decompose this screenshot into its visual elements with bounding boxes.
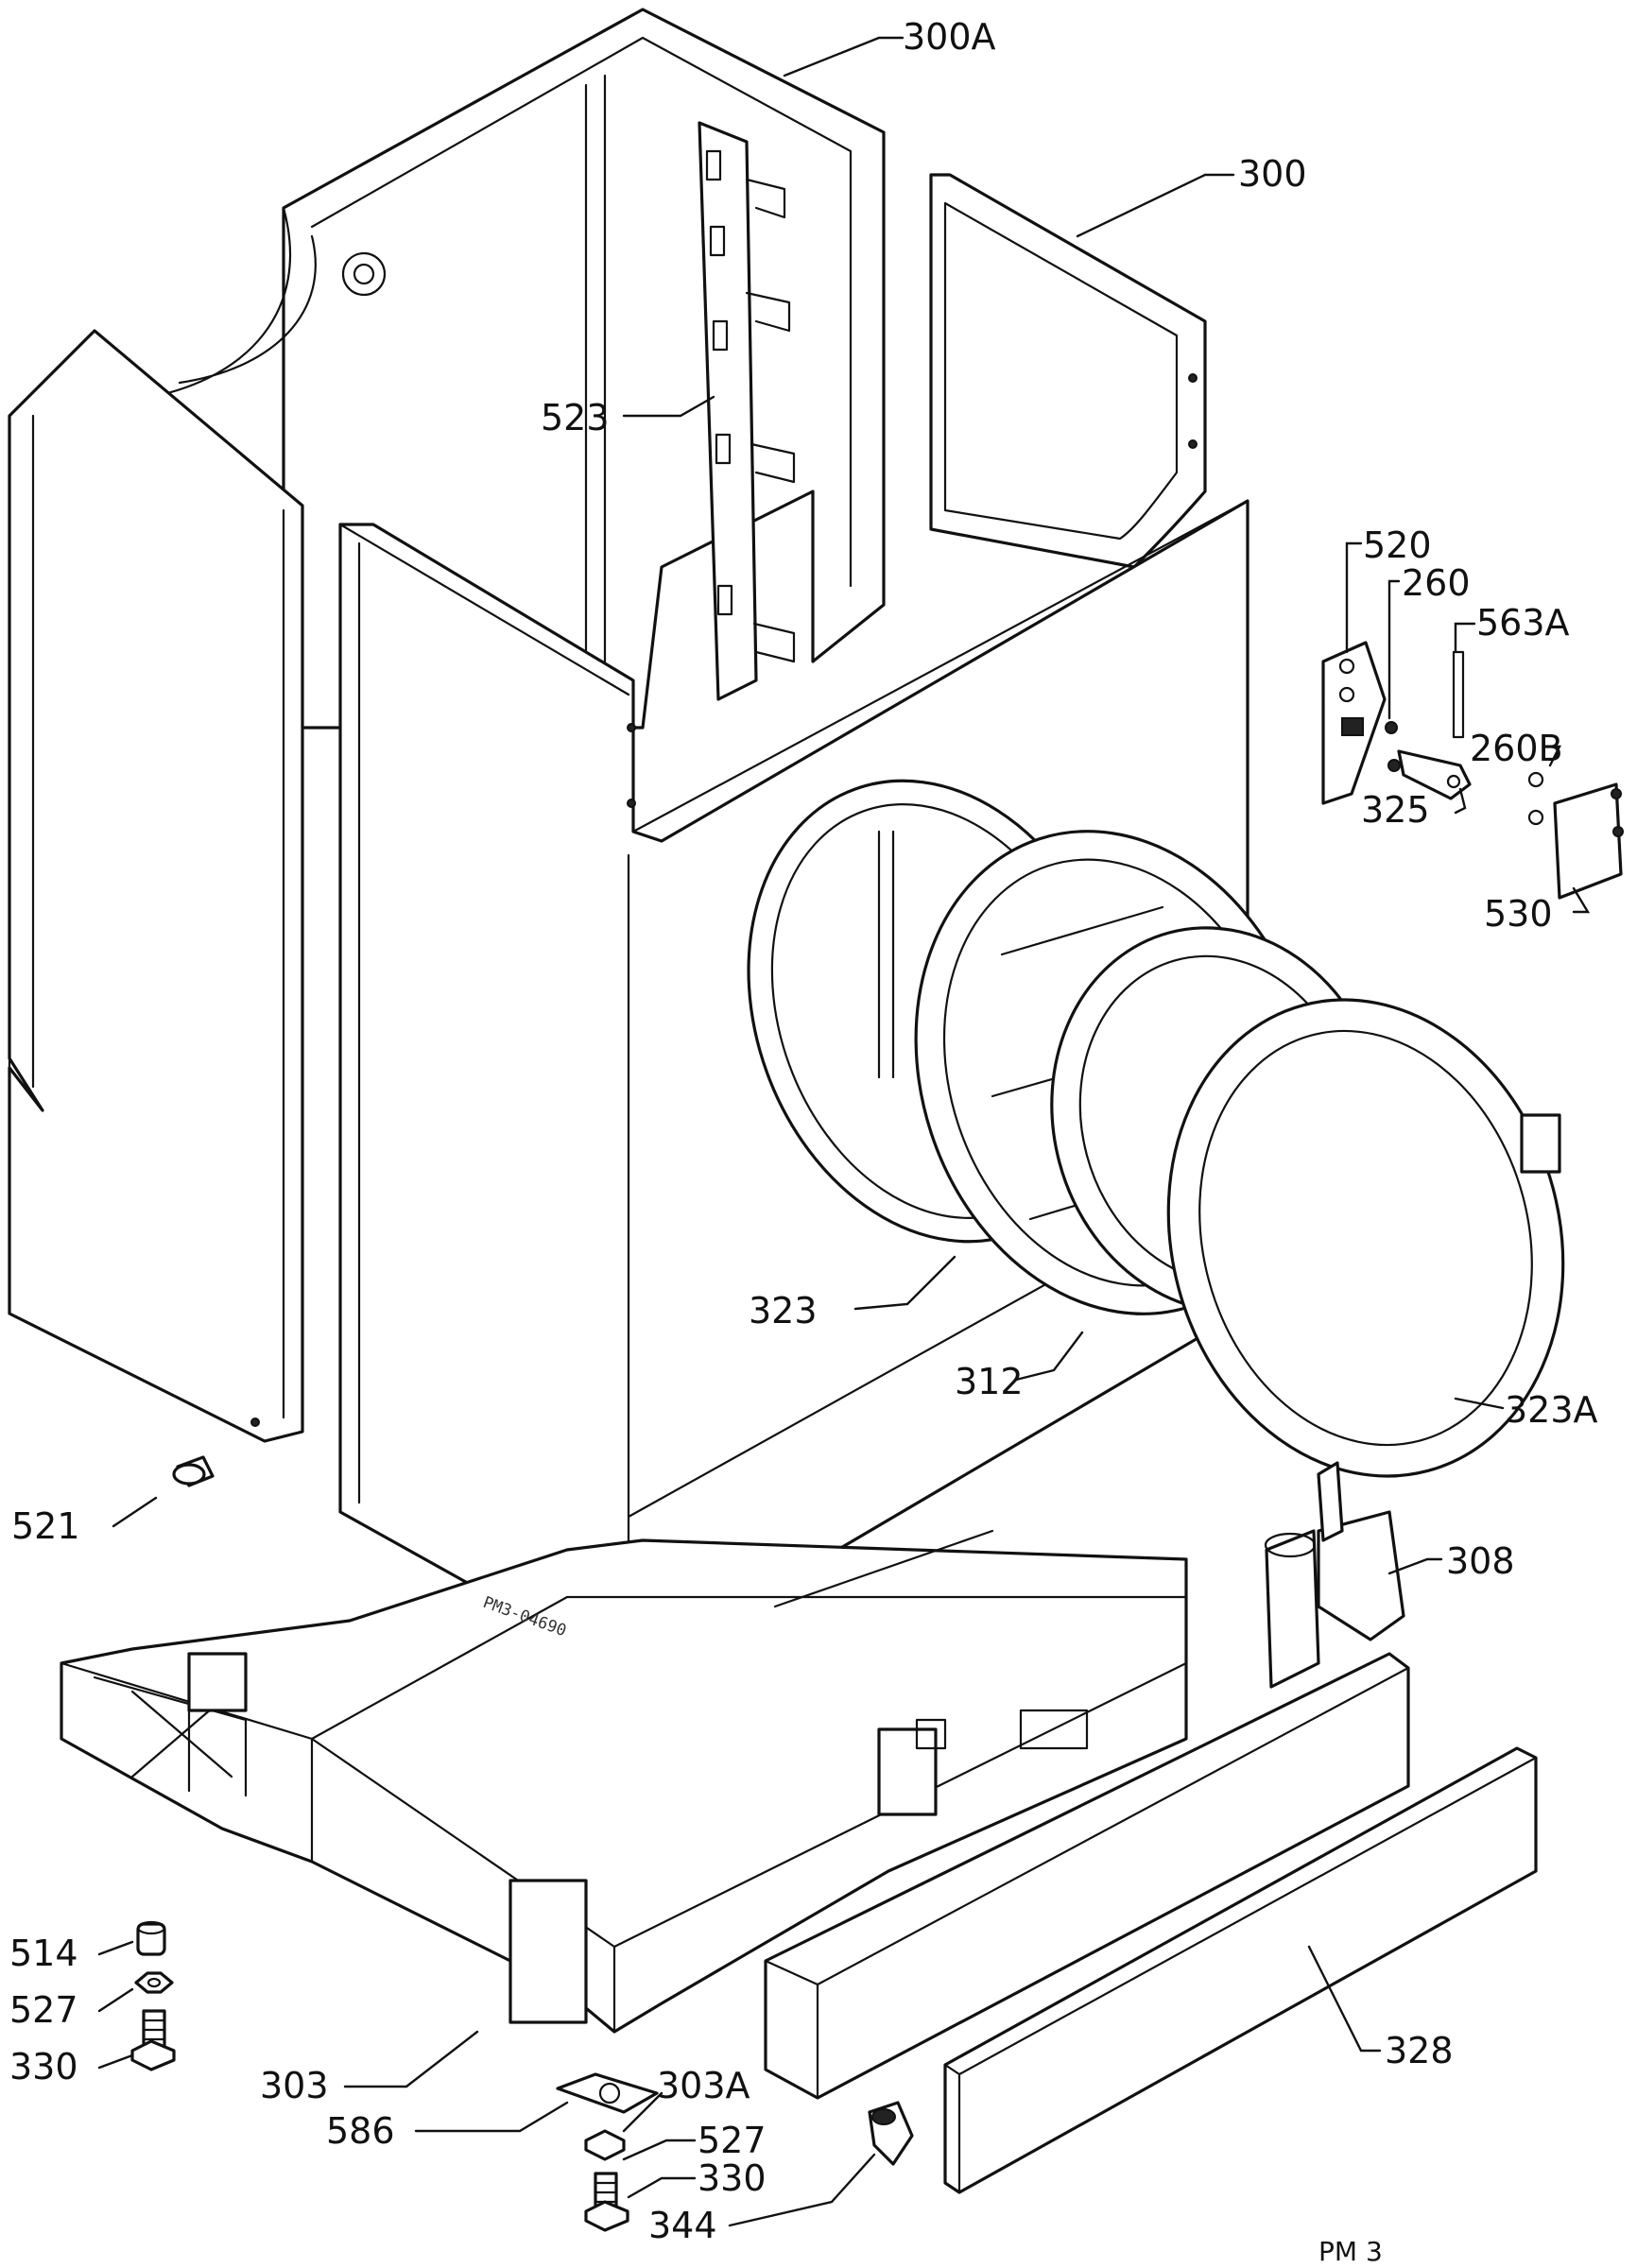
label-523: 523 [541, 397, 610, 438]
door-outer-ring-323A [1166, 998, 1565, 1478]
hinge-assembly [1321, 641, 1624, 900]
kickplate-328 [943, 1746, 1538, 2194]
label-520: 520 [1363, 524, 1432, 566]
label-308: 308 [1446, 1540, 1515, 1582]
label-521: 521 [11, 1505, 80, 1547]
label-586: 586 [326, 2110, 395, 2152]
label-325: 325 [1361, 789, 1430, 831]
label-330-center: 330 [698, 2157, 767, 2199]
label-300A: 300A [903, 16, 996, 58]
label-330-left: 330 [9, 2046, 78, 2088]
label-527-center: 527 [698, 2120, 767, 2161]
part-labels: 300A 300 523 520 260 563A 260B 325 530 3… [9, 16, 1598, 2267]
label-514: 514 [9, 1933, 78, 1974]
label-563A: 563A [1476, 602, 1570, 644]
label-323A: 323A [1505, 1389, 1598, 1431]
right-side-panel-300 [929, 173, 1207, 569]
label-303: 303 [260, 2065, 329, 2106]
leader-lines [97, 36, 1591, 2227]
label-328: 328 [1385, 2030, 1454, 2071]
foot-center-stack [556, 2072, 659, 2232]
label-527-left: 527 [9, 1989, 78, 2031]
foot-left-stack [130, 1920, 176, 2071]
page-code: PM 3 [1318, 2236, 1383, 2267]
hinge-bracket-308 [1264, 1461, 1405, 1689]
label-312: 312 [955, 1361, 1024, 1402]
screw-521 [172, 1455, 215, 1487]
clip-344 [868, 2101, 914, 2166]
label-260: 260 [1402, 562, 1471, 604]
left-side-panel [8, 329, 304, 1443]
plinth-inner [764, 1652, 1410, 2100]
label-530: 530 [1484, 893, 1553, 935]
label-344: 344 [648, 2205, 717, 2246]
label-303A: 303A [657, 2065, 750, 2106]
rear-rail-523 [698, 121, 796, 701]
base-frame-303 [60, 1529, 1188, 2034]
label-260B: 260B [1470, 728, 1563, 769]
label-300: 300 [1238, 153, 1307, 195]
label-323: 323 [749, 1290, 818, 1332]
